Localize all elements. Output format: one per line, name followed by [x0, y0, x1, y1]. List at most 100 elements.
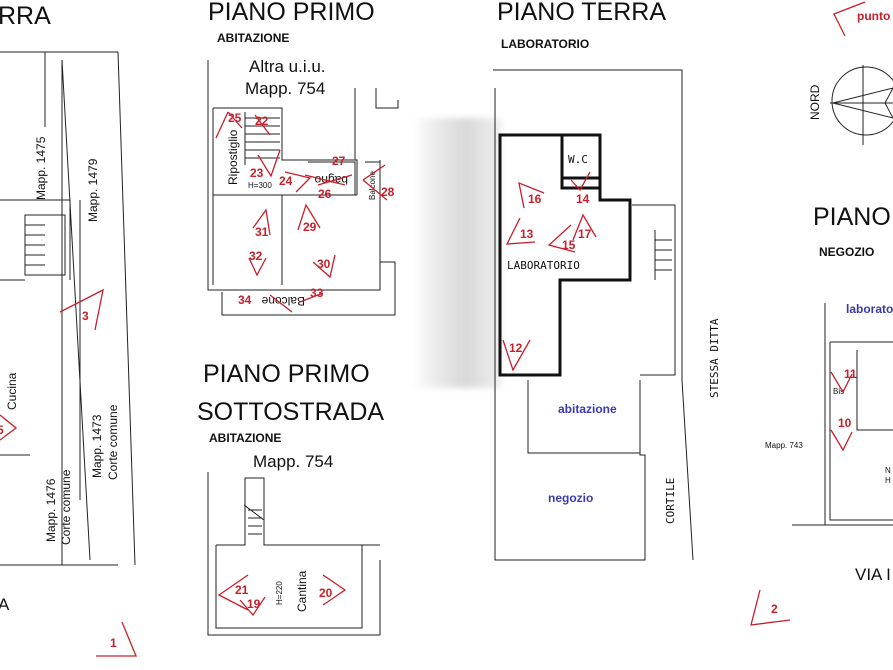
marker-23: 23 [250, 149, 281, 180]
left-plan: RRA Mapp. 1475 Mapp. 1479 Cucina Mapp. 1… [0, 2, 136, 614]
marker-3: 3 [59, 288, 104, 331]
svg-text:28: 28 [381, 185, 395, 199]
svg-text:24: 24 [279, 174, 293, 188]
n-label: N [885, 466, 891, 475]
marker-1: 1 [96, 621, 137, 657]
right-laboratorio-label: laborato [846, 302, 893, 316]
marker-24: 24 [279, 171, 312, 193]
svg-text:5: 5 [0, 423, 4, 437]
marker-13: 13 [505, 217, 536, 245]
sottostrada-plan: PIANO PRIMO SOTTOSTRADA ABITAZIONE Mapp.… [197, 360, 384, 636]
via-label: VIA I [855, 565, 891, 584]
marker-32: 32 [248, 249, 267, 277]
sottostrada-title-1: PIANO PRIMO [203, 360, 370, 388]
svg-text:27: 27 [332, 154, 346, 168]
photo-markers: 1 2 3 5 10 11 12 13 14 15 16 17 19 20 21… [0, 111, 857, 657]
laboratorio-room-label: LABORATORIO [507, 259, 580, 272]
ripostiglio-label: Ripostiglio [226, 129, 240, 185]
marker-22: 22 [254, 114, 271, 136]
sottostrada-subtitle: ABITAZIONE [209, 431, 281, 445]
svg-text:29: 29 [303, 220, 317, 234]
marker-16: 16 [518, 181, 545, 209]
piano-terra-plan: PIANO TERRA LABORATORIO W.C LABORATORIO … [493, 0, 721, 561]
marker-30: 30 [312, 254, 336, 279]
svg-text:32: 32 [249, 249, 263, 263]
svg-text:14: 14 [576, 192, 590, 206]
marker-5: 5 [0, 414, 18, 441]
marker-20: 20 [319, 574, 347, 606]
piano-primo-plan: PIANO PRIMO ABITAZIONE Altra u.i.u. Mapp… [207, 0, 399, 316]
svg-text:17: 17 [578, 227, 592, 241]
marker-25: 25 [215, 111, 243, 139]
altra-uiu-label: Altra u.i.u. [249, 57, 326, 76]
marker-21: 21 [217, 574, 249, 611]
abitazione-label: abitazione [558, 402, 617, 416]
marker-11: 11 [830, 367, 857, 394]
corte-comune-label-2: Corte comune [106, 404, 120, 480]
cucina-label: Cucina [5, 372, 19, 410]
svg-text:20: 20 [319, 586, 333, 600]
svg-text:22: 22 [255, 114, 269, 128]
mapp-754-label: Mapp. 754 [245, 79, 325, 98]
svg-text:23: 23 [250, 166, 264, 180]
blurred-region [412, 118, 502, 388]
mapp-1476-label: Mapp. 1476 [44, 478, 58, 542]
stessa-ditta-label: STESSA DITTA [708, 318, 721, 398]
svg-text:21: 21 [235, 583, 249, 597]
marker-27: 27 [317, 154, 353, 186]
marker-10: 10 [830, 416, 853, 452]
right-subtitle: NEGOZIO [819, 245, 874, 259]
svg-text:16: 16 [528, 192, 542, 206]
marker-31: 31 [252, 208, 271, 239]
svg-text:10: 10 [838, 416, 852, 430]
svg-text:33: 33 [310, 286, 324, 300]
svg-text:15: 15 [562, 238, 576, 252]
right-plan: punto NORD PIANO NEGOZIO laborato Bis Ma… [765, 1, 893, 584]
svg-text:34: 34 [238, 293, 252, 307]
negozio-label: negozio [548, 491, 593, 505]
sottostrada-mapp-label: Mapp. 754 [253, 452, 333, 471]
cantina-label: Cantina [295, 570, 309, 612]
marker-2: 2 [750, 589, 791, 626]
svg-text:1: 1 [110, 636, 117, 650]
marker-15: 15 [547, 224, 576, 253]
left-bottom-label: A [0, 595, 10, 614]
marker-29: 29 [297, 203, 321, 234]
height-label: H=300 [248, 181, 272, 190]
marker-17: 17 [572, 213, 597, 241]
svg-text:25: 25 [228, 111, 242, 125]
svg-text:30: 30 [317, 257, 331, 271]
svg-text:26: 26 [318, 187, 332, 201]
marker-19: 19 [239, 596, 266, 617]
svg-text:11: 11 [844, 367, 857, 381]
north-arrow-icon [830, 65, 893, 145]
right-title: PIANO [813, 203, 891, 231]
piano-primo-subtitle: ABITAZIONE [217, 31, 289, 45]
piano-terra-subtitle: LABORATORIO [501, 37, 589, 51]
svg-text:2: 2 [771, 602, 778, 616]
piano-primo-title: PIANO PRIMO [208, 0, 375, 26]
mapp-1475-label: Mapp. 1475 [34, 136, 48, 200]
svg-text:13: 13 [520, 227, 534, 241]
svg-text:19: 19 [247, 597, 261, 611]
corte-comune-label: Corte comune [59, 469, 73, 545]
marker-28: 28 [362, 164, 395, 201]
marker-34: 34 [238, 293, 293, 313]
marker-26: 26 [304, 174, 346, 201]
legend-punto-label: punto [857, 9, 890, 23]
marker-14: 14 [570, 171, 591, 206]
nord-label: NORD [808, 84, 822, 120]
wc-label: W.C [568, 153, 588, 166]
sottostrada-title-2: SOTTOSTRADA [197, 398, 384, 426]
balcone-side-label: Balcone [368, 171, 377, 200]
cortile-label: CORTILE [664, 478, 677, 524]
marker-33: 33 [299, 286, 324, 303]
mapp-743-label: Mapp. 743 [765, 441, 803, 450]
svg-text:12: 12 [509, 341, 523, 355]
marker-12: 12 [502, 339, 531, 372]
h-label: H [885, 476, 891, 485]
bis-label: Bis [833, 387, 844, 396]
svg-text:3: 3 [82, 309, 89, 323]
